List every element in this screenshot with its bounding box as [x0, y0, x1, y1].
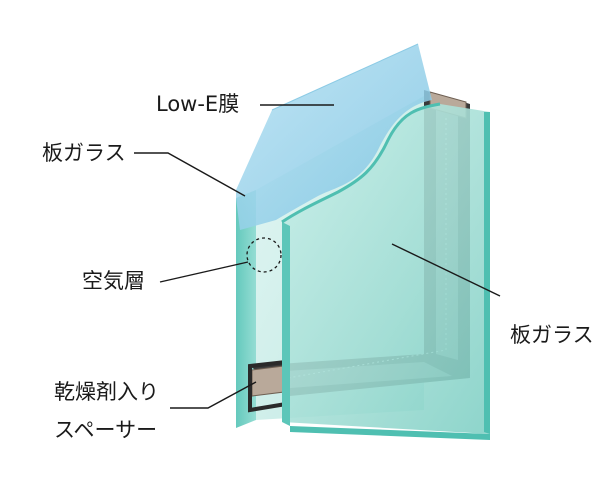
air-layer-marker: [246, 237, 282, 273]
low-e-film-label: Low-E膜: [156, 92, 240, 116]
low-e-film: [236, 43, 432, 230]
spacer-label-line2: スペーサー: [54, 418, 158, 442]
leader-inner-glass: [391, 243, 501, 297]
spacer-label-line1: 乾燥剤入り: [54, 380, 159, 404]
leader-spacer: [170, 381, 257, 409]
inner-glass-label: 板ガラス: [510, 323, 594, 347]
air-layer-label: 空気層: [82, 269, 145, 293]
outer-glass-label: 板ガラス: [42, 141, 126, 165]
leader-air-layer: [159, 261, 249, 283]
inner-glass-pane: [281, 102, 490, 440]
leader-outer-glass: [134, 152, 246, 197]
leader-lines: [134, 104, 501, 409]
